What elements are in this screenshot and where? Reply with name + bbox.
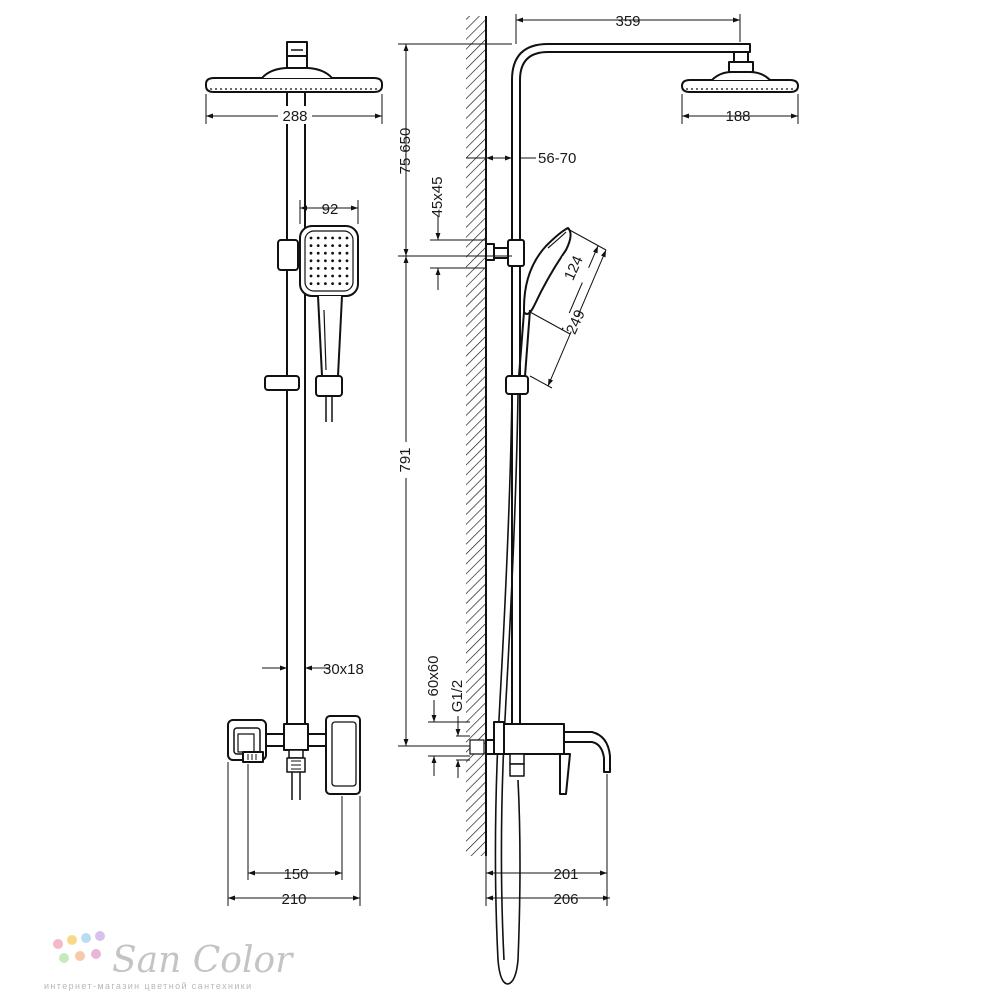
logo-dots: [53, 931, 105, 963]
dim-spout-reach: 201: [553, 866, 578, 883]
nozzle-dot: [345, 236, 349, 240]
logo-dot: [67, 935, 77, 945]
nozzle-dot: [338, 244, 342, 248]
front-hand-shower: [299, 225, 359, 377]
nozzle-dot: [309, 251, 313, 255]
side-mixer: [469, 721, 611, 795]
nozzle-dot: [316, 259, 320, 263]
front-upper-holder: [277, 239, 299, 271]
front-rain-head: [205, 67, 383, 93]
nozzle-dot: [345, 244, 349, 248]
dim-outlet-span: 150: [283, 866, 308, 883]
dim-total-height: 791: [397, 447, 414, 472]
nozzle-dot: [345, 274, 349, 278]
dim-arm-length: 359: [615, 13, 640, 30]
nozzle-dot: [324, 244, 327, 248]
side-hose: [494, 393, 521, 985]
nozzle-dot: [309, 274, 313, 278]
side-rain-head: [681, 71, 799, 93]
nozzle-dot: [309, 267, 313, 270]
nozzle-dot: [345, 259, 349, 263]
nozzle-dot: [324, 259, 327, 263]
dim-mixer-plate: 60x60: [425, 656, 442, 697]
wall-hatching: [466, 16, 486, 856]
nozzle-dot: [324, 251, 327, 255]
dim-hand-shower-width: 92: [322, 201, 339, 218]
dim-wall-bracket: 56-70: [538, 150, 576, 167]
nozzle-dot: [338, 259, 342, 263]
logo-dot: [81, 933, 91, 943]
nozzle-dot: [316, 267, 320, 270]
nozzle-dot: [331, 236, 334, 240]
logo-dot: [75, 951, 85, 961]
nozzle-dot: [345, 267, 349, 270]
logo-name: San Color: [112, 940, 294, 981]
front-dimension-labels: 288 92 30x18 150 210: [278, 106, 364, 908]
nozzle-dot: [345, 282, 349, 285]
nozzle-dot: [331, 259, 334, 263]
side-hand-shower: [518, 227, 572, 377]
nozzle-dot: [331, 282, 334, 285]
nozzle-dot: [316, 282, 320, 285]
logo-tagline: интернет-магазин цветной сантехники: [44, 981, 253, 991]
dim-height-adjust: 75-650: [397, 128, 414, 175]
front-rail: [286, 91, 306, 725]
nozzle-dot: [345, 251, 349, 255]
dim-rail-section: 30x18: [323, 661, 364, 678]
nozzle-dot: [331, 267, 334, 270]
nozzle-dot: [309, 236, 313, 240]
dim-bracket-size: 45x45: [429, 177, 446, 218]
nozzle-dot: [338, 274, 342, 278]
nozzle-dot: [316, 274, 320, 278]
front-view: [205, 41, 383, 800]
nozzle-dot: [309, 259, 313, 263]
side-view: 359 188 56-70 75-650 45x45 791 60x60 G1/…: [396, 13, 799, 985]
nozzle-dot: [324, 267, 327, 270]
side-wall-bracket: [485, 239, 525, 267]
nozzle-dot: [316, 236, 320, 240]
nozzle-dot: [331, 274, 334, 278]
nozzle-dot: [309, 282, 313, 285]
side-slider: [505, 375, 529, 395]
nozzle-dot: [324, 236, 327, 240]
nozzle-dot: [331, 251, 334, 255]
front-head-connector: [286, 41, 308, 69]
logo-dot: [59, 953, 69, 963]
nozzle-dot: [338, 251, 342, 255]
front-slider-holder: [264, 375, 343, 422]
side-shower-arm: [511, 43, 751, 240]
dim-spout-outer: 206: [553, 891, 578, 908]
nozzle-dot: [316, 244, 320, 248]
nozzle-dot: [331, 244, 334, 248]
nozzle-dot: [338, 282, 342, 285]
dim-head-width: 288: [282, 108, 307, 125]
nozzle-dot: [324, 274, 327, 278]
logo-dot: [91, 949, 101, 959]
dim-mixer-width: 210: [281, 891, 306, 908]
dim-head-depth: 188: [725, 108, 750, 125]
front-mixer: [227, 715, 361, 800]
logo-dot: [53, 939, 63, 949]
side-dimensions: [398, 14, 799, 906]
dim-thread: G1/2: [449, 680, 466, 713]
nozzle-dot: [316, 251, 320, 255]
nozzle-dot: [338, 236, 342, 240]
logo-dot: [95, 931, 105, 941]
side-dimension-labels: 359 188 56-70 75-650 45x45 791 60x60 G1/…: [396, 13, 751, 908]
front-hand-shower-nozzles: [309, 236, 349, 285]
nozzle-dot: [338, 267, 342, 270]
nozzle-dot: [324, 282, 327, 285]
sancolor-logo: San Color интернет-магазин цветной санте…: [44, 931, 294, 991]
nozzle-dot: [309, 244, 313, 248]
